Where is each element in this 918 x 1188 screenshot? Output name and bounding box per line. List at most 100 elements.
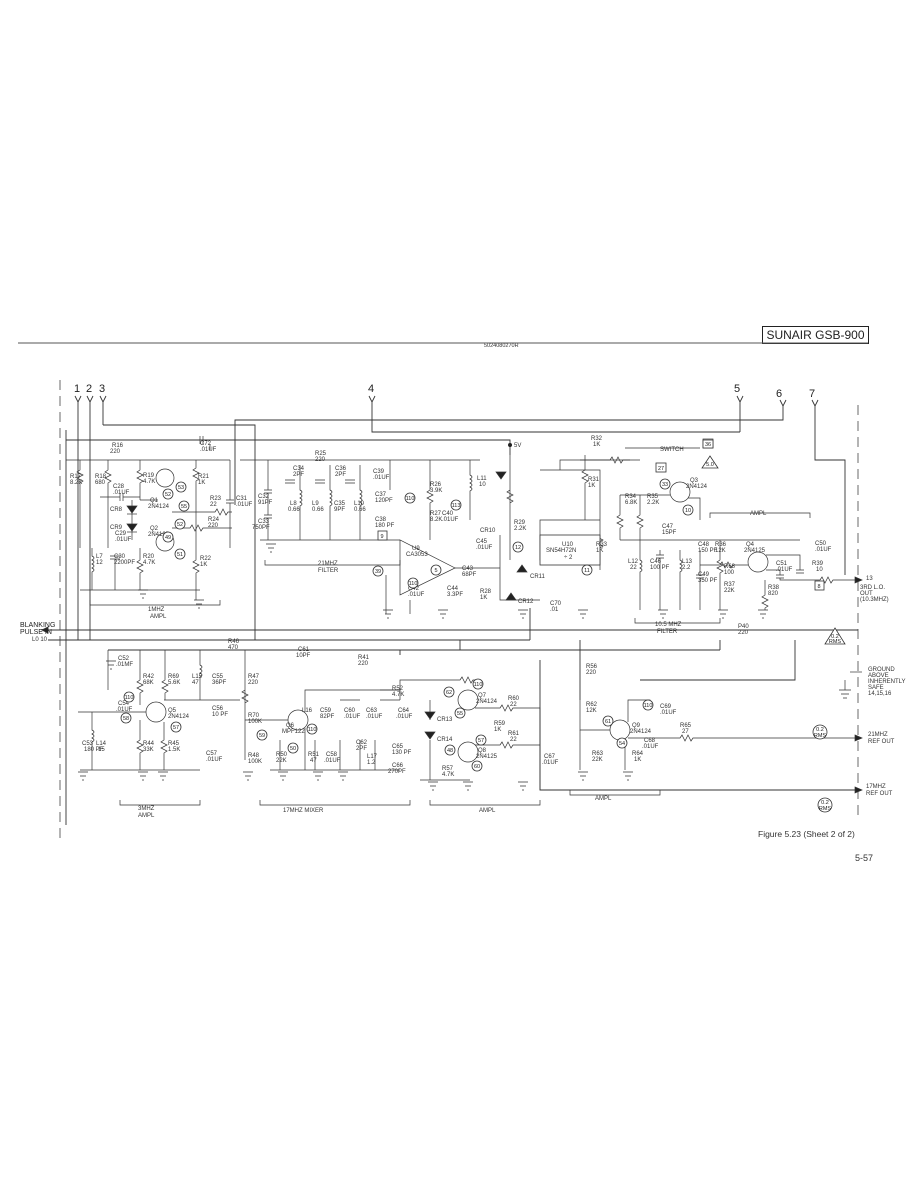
svg-text:49: 49: [165, 535, 171, 541]
comp-C42: C42: [408, 586, 420, 592]
port-ground-4: SAFE: [868, 685, 884, 691]
port-l3-1: 3RD L.O.: [860, 585, 885, 591]
comp-R24v: 220: [208, 523, 219, 529]
section-17mhz-mixer: [245, 689, 401, 771]
comp-Q4v: 2N4125: [744, 548, 766, 554]
comp-R51: R51: [308, 752, 320, 758]
rms-badges: 0.2 RMS 0.2 RMS 0.2 RMS 5.0: [701, 455, 846, 813]
comp-R70: R70: [248, 713, 260, 719]
comp-R51v: 47: [310, 758, 317, 764]
comp-R39: R39: [812, 561, 824, 567]
comp-C39v: .01UF: [373, 475, 390, 481]
port-l3-2: OUT: [860, 591, 873, 597]
comp-C52: C52: [118, 656, 130, 662]
comp-R38v: 820: [768, 591, 779, 597]
comp-U10: U10: [562, 542, 574, 548]
comp-C45v: .01UF: [476, 545, 493, 551]
port-l3-3: (10.3MHZ): [860, 597, 889, 603]
comp-R23: R23: [210, 496, 222, 502]
comp-L15: L15: [192, 674, 203, 680]
comp-R65: R65: [680, 723, 692, 729]
label-ampl-right: AMPL: [750, 511, 767, 517]
svg-text:52: 52: [177, 522, 183, 528]
svg-text:11: 11: [584, 568, 590, 574]
svg-text:113: 113: [452, 503, 461, 509]
comp-C54v: .01UF: [116, 707, 133, 713]
comp-R35: R35: [647, 494, 659, 500]
svg-text:50: 50: [290, 746, 296, 752]
label-3mhz: 3MHZ: [138, 806, 155, 812]
svg-text:58: 58: [123, 716, 129, 722]
brand-title: SUNAIR GSB-900: [762, 326, 869, 344]
comp-R19: R19: [143, 473, 155, 479]
comp-L8v: 0.66: [288, 507, 300, 513]
comp-Q4: Q4: [746, 542, 755, 548]
comp-R57: R57: [442, 766, 454, 772]
comp-CR12: CR12: [518, 599, 534, 605]
comp-C50: C50: [815, 541, 827, 547]
section-3mhz-ampl: [78, 650, 249, 771]
comp-R31v: 1K: [588, 483, 595, 489]
comp-R23v: 22: [210, 502, 217, 508]
comp-R63: R63: [592, 751, 604, 757]
comp-C72: C72: [200, 441, 212, 447]
comp-C47: C47: [662, 524, 674, 530]
comp-C39: C39: [373, 469, 385, 475]
comp-C34v: 2PF: [293, 472, 304, 478]
connector-4: 4: [368, 383, 374, 395]
comp-C66v: 270PF: [388, 769, 406, 775]
comp-C55v: 36PF: [212, 680, 227, 686]
comp-C46: C46: [650, 559, 662, 565]
comp-L15v: 47: [192, 680, 199, 686]
svg-text:33: 33: [662, 482, 668, 488]
comp-C56v: 10 PF: [212, 712, 228, 718]
comp-Q6v: MPF122: [282, 729, 305, 735]
port-ground-5: 14,15,16: [868, 691, 892, 697]
comp-R45: R45: [168, 741, 180, 747]
comp-R65v: 27: [682, 729, 689, 735]
comp-R29: R29: [514, 520, 526, 526]
comp-C29: C29: [115, 531, 127, 537]
comp-L12v: 22: [630, 565, 637, 571]
comp-R64: R64: [632, 751, 644, 757]
comp-C28v: .01UF: [113, 490, 130, 496]
comp-C57v: .01UF: [206, 757, 223, 763]
comp-C53v: 180 PF: [84, 747, 104, 753]
label-lower-ampl: AMPL: [479, 808, 496, 814]
comp-C37v: 120PF: [375, 498, 393, 504]
comp-C69v: .01UF: [660, 710, 677, 716]
svg-text:39: 39: [375, 569, 381, 575]
comp-R33: R33: [596, 542, 608, 548]
svg-text:0.2: 0.2: [821, 800, 829, 806]
comp-R47: R47: [248, 674, 260, 680]
svg-text:51: 51: [177, 552, 183, 558]
svg-text:57: 57: [478, 738, 484, 744]
comp-Q9: Q9: [632, 723, 641, 729]
comp-C51v: .01UF: [776, 567, 793, 573]
comp-R63v: 22K: [592, 757, 603, 763]
comp-C61v: 10PF: [296, 653, 311, 659]
comp-C69: C69: [660, 704, 672, 710]
comp-R36v: 12K: [715, 548, 726, 554]
comp-L16: L16: [302, 708, 313, 714]
comp-L17: L17: [367, 754, 378, 760]
comp-L13v: 2.2: [682, 565, 691, 571]
svg-text:5.0: 5.0: [706, 462, 714, 468]
comp-U10v: SN54H72N: [546, 548, 576, 554]
component-labels: R16 220 C72 .01UF R17 8.2K R18 680 R19 4…: [70, 436, 832, 778]
comp-C52v: .01MF: [116, 662, 133, 668]
comp-Q3: Q3: [690, 478, 699, 484]
comp-C64: C64: [398, 708, 410, 714]
svg-text:RMS: RMS: [814, 733, 827, 739]
comp-R20v: 4.7K: [143, 560, 155, 566]
label-10mhz: 10.5 MHZ: [655, 622, 682, 628]
comp-R41: R41: [358, 655, 370, 661]
comp-L10: L10: [354, 501, 365, 507]
square-test-points: 9 27 8 36: [377, 439, 825, 591]
svg-text:60: 60: [474, 764, 480, 770]
comp-P40: P40: [738, 624, 749, 630]
comp-L10v: 0.66: [354, 507, 366, 513]
comp-Q6: Q6: [286, 723, 295, 729]
comp-R48: R48: [248, 753, 260, 759]
